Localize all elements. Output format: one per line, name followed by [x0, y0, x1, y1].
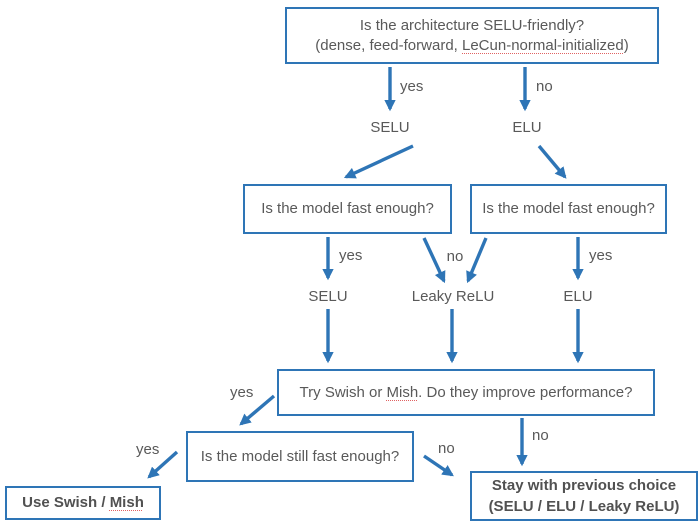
node-use-swish: Use Swish / Mish [5, 486, 161, 520]
try-swish-text: Try Swish or Mish. Do they improve perfo… [300, 383, 633, 403]
use-swish-text: Use Swish / Mish [22, 493, 144, 513]
node-root-question: Is the architecture SELU-friendly? (dens… [285, 7, 659, 64]
branch-label-mid-selu: SELU [308, 288, 348, 305]
try-swish-underlined: Mish [386, 383, 419, 401]
root-question-line2-prefix: (dense, feed-forward, [315, 36, 462, 54]
arrow-try-yes [239, 394, 276, 426]
root-question-line2: (dense, feed-forward, LeCun-normal-initi… [315, 36, 629, 56]
edge-label-fast-left-yes: yes [339, 247, 363, 264]
node-still-fast: Is the model still fast enough? [186, 431, 414, 482]
edge-label-still-yes: yes [136, 441, 160, 458]
edge-label-fast-right-yes: yes [589, 247, 613, 264]
edge-label-try-yes: yes [230, 384, 254, 401]
try-swish-prefix: Try Swish or [299, 383, 387, 401]
arrow-still-yes [147, 450, 179, 479]
use-swish-prefix: Use Swish / [22, 494, 110, 511]
stay-previous-line1: Stay with previous choice [491, 477, 677, 494]
node-stay-previous: Stay with previous choice (SELU / ELU / … [470, 471, 698, 521]
stay-previous-line2: (SELU / ELU / Leaky ReLU) [488, 498, 680, 515]
edge-label-still-no: no [438, 440, 455, 457]
branch-label-mid-leaky-relu: Leaky ReLU [411, 288, 495, 305]
arrow-selu-to-fast-left [343, 144, 414, 179]
branch-label-mid-elu: ELU [563, 288, 593, 305]
branch-label-elu: ELU [512, 119, 542, 136]
arrow-fast-left-no [422, 237, 446, 284]
root-question-line2-suffix: ) [623, 36, 629, 54]
root-question-line1: Is the architecture SELU-friendly? [359, 16, 585, 34]
fast-right-text: Is the model fast enough? [482, 200, 655, 217]
use-swish-underlined: Mish [109, 494, 144, 511]
fast-left-text: Is the model fast enough? [261, 200, 434, 217]
node-fast-left: Is the model fast enough? [243, 184, 452, 234]
edge-label-fast-no: no [446, 248, 464, 265]
still-fast-text: Is the model still fast enough? [200, 447, 400, 465]
root-question-line2-underlined: LeCun-normal-initialized [462, 36, 624, 54]
branch-label-selu: SELU [370, 119, 410, 136]
arrow-fast-right-no [466, 237, 488, 284]
arrow-still-no [423, 454, 454, 477]
edge-label-root-yes: yes [400, 78, 424, 95]
edge-label-root-no: no [536, 78, 553, 95]
arrow-elu-to-fast-right [537, 144, 567, 179]
edge-label-try-no: no [532, 427, 549, 444]
node-try-swish: Try Swish or Mish. Do they improve perfo… [277, 369, 655, 416]
node-fast-right: Is the model fast enough? [470, 184, 667, 234]
try-swish-suffix: . Do they improve performance? [418, 383, 633, 401]
